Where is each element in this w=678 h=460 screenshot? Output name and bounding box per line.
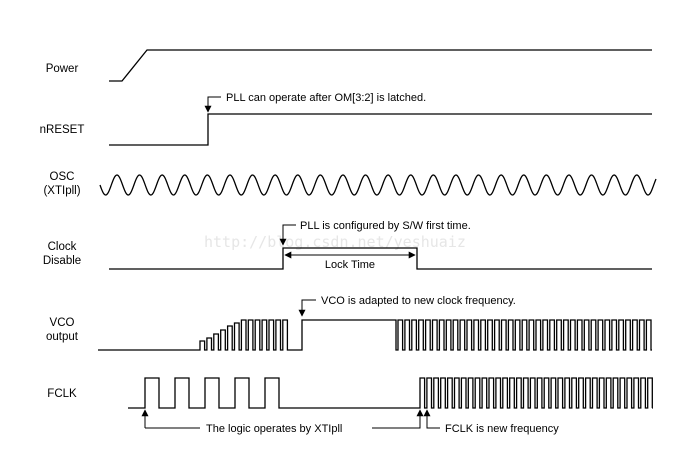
vco-output-waveform (98, 319, 652, 351)
annotation-logic-xtipll: The logic operates by XTIpll (206, 423, 342, 435)
pll-latched-arrow (204, 96, 221, 113)
logic-end-arrow (372, 409, 424, 429)
label-fclk: FCLK (47, 388, 77, 400)
annotation-fclk-new: FCLK is new frequency (445, 423, 559, 435)
annotation-pll-latched: PLL can operate after OM[3:2] is latched… (226, 92, 426, 104)
label-vco-sub: output (46, 331, 79, 343)
label-clock-disable: Clock (48, 241, 77, 253)
label-vco: VCO (50, 317, 75, 329)
pll-configured-arrow (279, 224, 296, 246)
watermark: http://blog.csdn.net/yeshuaiz (204, 233, 466, 251)
annotation-lock-time: Lock Time (325, 259, 375, 271)
osc-waveform (99, 174, 657, 196)
label-osc-sub: (XTIpll) (43, 185, 80, 197)
clock-disable-waveform (109, 247, 652, 270)
label-osc: OSC (50, 171, 75, 183)
power-waveform (109, 49, 652, 82)
label-clock-disable-sub: Disable (43, 255, 81, 267)
annotation-vco-adapted: VCO is adapted to new clock frequency. (321, 295, 516, 307)
label-nreset: nRESET (40, 124, 85, 136)
label-power: Power (46, 63, 79, 75)
fclk-new-arrow (423, 409, 440, 429)
nreset-waveform (109, 113, 652, 146)
annotation-pll-configured: PLL is configured by S/W first time. (300, 220, 471, 232)
vco-adapted-arrow (298, 299, 316, 317)
fclk-waveform (128, 377, 653, 409)
